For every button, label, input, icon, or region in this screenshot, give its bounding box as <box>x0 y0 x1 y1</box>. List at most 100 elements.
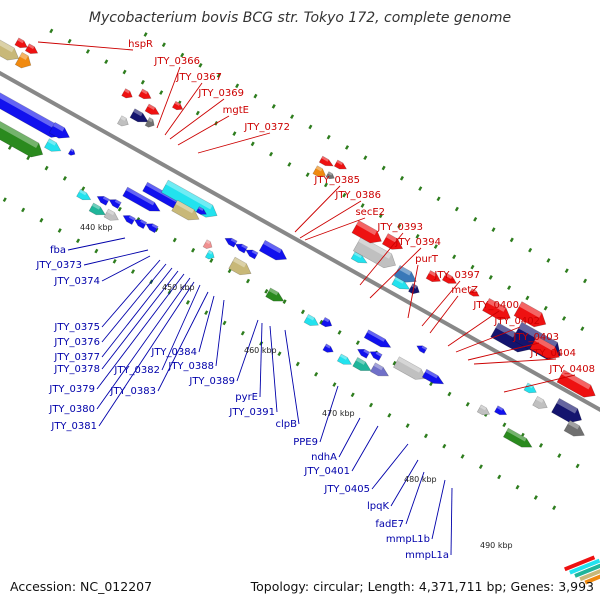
scale-tick <box>104 59 109 65</box>
plus-gene-3-leader <box>169 98 225 140</box>
scale-tick <box>355 340 360 346</box>
gene-feature <box>245 249 259 260</box>
gene-feature <box>171 199 200 221</box>
scale-tick <box>26 155 31 161</box>
minus-gene-21-label: JTY_0405 <box>323 484 370 495</box>
scale-tick <box>507 285 512 290</box>
scale-tick <box>538 443 544 448</box>
gene-feature <box>24 43 39 54</box>
kbp-scale-label: 460 kbp <box>244 346 277 355</box>
scale-tick <box>478 464 483 470</box>
minus-gene-16-leader <box>269 325 278 413</box>
gene-feature <box>145 223 159 234</box>
scale-tick <box>460 454 465 459</box>
scale-tick <box>130 269 136 274</box>
genome-stats-text: Topology: circular; Length: 4,371,711 bp… <box>250 579 594 594</box>
scale-tick <box>360 203 365 208</box>
gene-feature <box>204 249 215 260</box>
plus-gene-2-leader <box>164 82 203 136</box>
minus-gene-6-leader <box>101 270 179 370</box>
gene-feature <box>129 108 149 123</box>
scale-tick <box>452 254 457 260</box>
minus-gene-15-label: pyrE <box>235 392 258 403</box>
plus-gene-15-leader <box>455 326 521 353</box>
gene-feature <box>144 117 155 128</box>
plus-gene-16-leader <box>467 342 540 361</box>
gene-feature <box>564 555 596 572</box>
gene-feature <box>393 265 417 283</box>
scale-tick <box>557 453 562 458</box>
gene-feature <box>195 206 207 215</box>
minus-gene-15-leader <box>259 322 263 398</box>
minus-gene-5-leader <box>101 267 173 358</box>
gene-feature <box>258 239 288 261</box>
scale-tick <box>369 402 374 408</box>
gene-feature <box>171 100 184 111</box>
scale-tick <box>122 69 127 75</box>
minus-gene-6-label: JTY_0378 <box>53 364 100 375</box>
gene-feature <box>88 202 106 216</box>
gene-feature <box>425 270 441 283</box>
scale-tick <box>562 316 567 321</box>
kbp-scale-label: 490 kbp <box>480 541 513 550</box>
scale-tick <box>172 237 177 243</box>
scale-tick <box>497 474 502 480</box>
minus-gene-10-label: JTY_0382 <box>113 365 160 376</box>
plus-gene-11-leader <box>407 264 419 319</box>
minus-gene-24-label: mmpL1b <box>386 534 430 545</box>
gene-feature <box>14 51 32 69</box>
scale-tick <box>344 145 350 150</box>
scale-tick <box>442 443 447 449</box>
scale-tick <box>232 131 237 136</box>
gene-feature <box>408 283 420 295</box>
gene-feature <box>312 165 326 177</box>
scale-tick <box>235 83 240 89</box>
gene-feature <box>569 558 600 575</box>
plus-gene-5-label: JTY_0372 <box>243 122 290 133</box>
gene-feature <box>160 179 218 218</box>
gene-feature <box>234 243 249 254</box>
gene-feature <box>122 186 161 212</box>
plus-gene-0-label: hspR <box>128 39 153 50</box>
plus-gene-9-label: JTY_0393 <box>376 222 423 233</box>
minus-gene-22-label: lpqK <box>367 501 389 512</box>
kbp-scale-label: 450 kbp <box>162 283 195 292</box>
scale-tick <box>543 305 548 311</box>
scale-tick <box>195 110 200 116</box>
minus-gene-8-label: JTY_0380 <box>48 404 95 415</box>
scale-tick <box>564 268 569 274</box>
scale-tick <box>7 145 12 150</box>
gene-feature <box>14 37 28 49</box>
minus-gene-9-leader <box>98 281 195 427</box>
minus-gene-10-leader <box>161 284 201 371</box>
minus-gene-2-label: JTY_0374 <box>53 276 100 287</box>
kbp-scale-label: 470 kbp <box>322 409 355 418</box>
gene-feature <box>369 351 383 362</box>
gene-feature <box>336 353 353 365</box>
minus-gene-18-leader <box>319 385 339 443</box>
scale-tick <box>533 495 538 500</box>
plus-gene-6-label: JTY_0385 <box>313 175 360 186</box>
scale-tick <box>509 237 514 243</box>
scale-tick <box>62 176 67 181</box>
gene-feature <box>265 287 285 302</box>
scale-tick <box>454 206 459 212</box>
gene-feature <box>441 272 458 284</box>
scale-tick <box>491 227 496 232</box>
minus-gene-7-leader <box>96 273 185 390</box>
scale-tick <box>39 217 44 223</box>
gene-feature <box>563 419 585 437</box>
gene-feature <box>228 256 252 276</box>
scale-tick <box>392 360 397 366</box>
minus-gene-20-label: JTY_0401 <box>303 466 350 477</box>
scale-tick <box>552 505 557 511</box>
plus-gene-7-label: JTY_0386 <box>334 190 381 201</box>
plus-gene-7-leader <box>299 200 362 239</box>
minus-gene-11-label: JTY_0383 <box>109 386 156 397</box>
scale-tick <box>433 244 438 249</box>
gene-feature <box>224 237 238 248</box>
gene-feature <box>494 405 508 416</box>
gene-feature <box>574 562 600 578</box>
scale-tick <box>81 186 86 191</box>
